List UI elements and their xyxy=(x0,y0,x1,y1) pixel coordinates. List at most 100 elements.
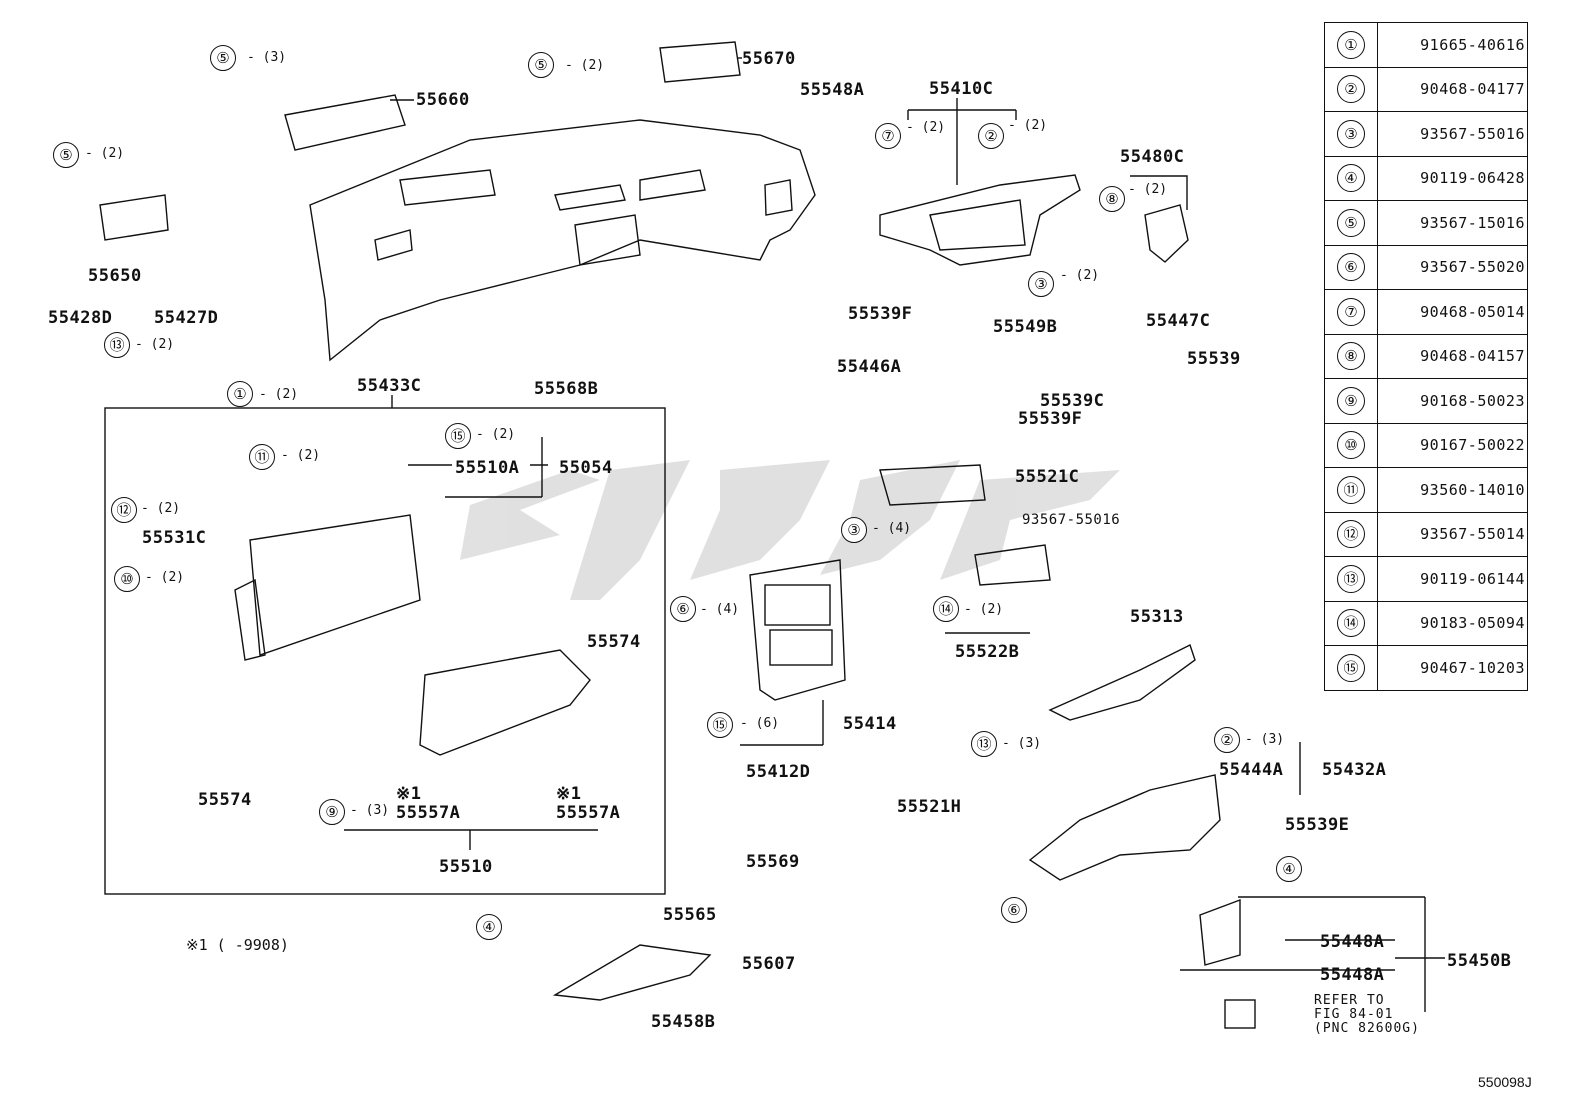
part-ref-cell: ⑮ xyxy=(1324,645,1378,691)
part-label-55539F-lower: 55539F xyxy=(1018,409,1083,429)
part-ref-number: ⑭ xyxy=(1337,609,1365,638)
callout-qty: - (2) xyxy=(259,387,299,402)
part-ref-cell: ⑬ xyxy=(1324,556,1378,602)
part-number-cell: 90467-10203 xyxy=(1377,645,1528,691)
callout-15: ⑮ xyxy=(445,423,471,449)
part-label-55660: 55660 xyxy=(416,90,470,110)
footnote: ※1 ( -9908) xyxy=(186,936,289,954)
refer-note: REFER TO FIG 84-01 (PNC 82600G) xyxy=(1314,994,1420,1036)
part-number-cell: 90119-06428 xyxy=(1377,155,1528,201)
part-number-cell: 91665-40616 xyxy=(1377,22,1528,68)
part-ref-cell: ③ xyxy=(1324,111,1378,157)
part-ref-cell: ① xyxy=(1324,22,1378,68)
parts-table-row: ⑭ 90183-05094 xyxy=(1324,600,1528,646)
part-number-cell: 93560-14010 xyxy=(1377,467,1528,513)
callout-13: ⑬ xyxy=(971,731,997,757)
callout-qty: - (2) xyxy=(1060,268,1100,283)
part-ref-cell: ② xyxy=(1324,66,1378,112)
part-number-cell: 90119-06144 xyxy=(1377,556,1528,602)
part-label-93567-55016: 93567-55016 xyxy=(1022,512,1121,528)
part-label-55432A: 55432A xyxy=(1322,760,1387,780)
part-label-55539C: 55539C xyxy=(1040,391,1105,411)
part-number-cell: 90167-50022 xyxy=(1377,422,1528,468)
part-label-55521C: 55521C xyxy=(1015,467,1080,487)
callout-qty: - (2) xyxy=(85,146,125,161)
part-ref-number: ⑨ xyxy=(1337,386,1365,415)
callout-8: ⑧ xyxy=(1099,186,1125,212)
part-label-55446A: 55446A xyxy=(837,357,902,377)
part-label-55569: 55569 xyxy=(746,852,800,872)
part-ref-number: ⑩ xyxy=(1337,431,1365,460)
part-ref-cell: ⑩ xyxy=(1324,422,1378,468)
callout-15: ⑮ xyxy=(707,712,733,738)
part-ref-cell: ⑧ xyxy=(1324,333,1378,379)
part-label-55557A: 55557A xyxy=(396,803,461,823)
part-label-55414: 55414 xyxy=(843,714,897,734)
callout-7: ⑦ xyxy=(875,123,901,149)
part-ref-number: ③ xyxy=(1337,119,1365,148)
parts-table-row: ⑨ 90168-50023 xyxy=(1324,378,1528,424)
part-ref-number: ⑬ xyxy=(1337,564,1365,593)
callout-3: ③ xyxy=(841,517,867,543)
part-label-55539F: 55539F xyxy=(848,304,913,324)
callout-10: ⑩ xyxy=(114,566,140,592)
callout-1: ① xyxy=(227,381,253,407)
part-number-cell: 90468-05014 xyxy=(1377,289,1528,335)
part-ref-cell: ⑨ xyxy=(1324,378,1378,424)
callout-qty: - (2) xyxy=(145,570,185,585)
diagram-code: 550098J xyxy=(1478,1074,1532,1090)
part-ref-cell: ⑪ xyxy=(1324,467,1378,513)
callout-qty: - (2) xyxy=(964,602,1004,617)
part-label-55054: 55054 xyxy=(559,458,613,478)
part-ref-cell: ④ xyxy=(1324,155,1378,201)
part-number-cell: 90183-05094 xyxy=(1377,600,1528,646)
part-ref-cell: ⑤ xyxy=(1324,200,1378,246)
part-label-55531C: 55531C xyxy=(142,528,207,548)
part-ref-cell: ⑭ xyxy=(1324,600,1378,646)
parts-table-row: ⑦ 90468-05014 xyxy=(1324,289,1528,335)
part-ref-number: ⑦ xyxy=(1337,297,1365,326)
part-label-55548A: 55548A xyxy=(800,80,865,100)
callout-6: ⑥ xyxy=(670,596,696,622)
part-label-55458B: 55458B xyxy=(651,1012,716,1032)
part-label-55549B: 55549B xyxy=(993,317,1058,337)
callout-qty: - (2) xyxy=(135,337,175,352)
callout-4: ④ xyxy=(476,914,502,940)
part-number-cell: 93567-15016 xyxy=(1377,200,1528,246)
callout-4: ④ xyxy=(1276,856,1302,882)
part-label-55557A-right: 55557A xyxy=(556,803,621,823)
part-label-55412D: 55412D xyxy=(746,762,811,782)
part-ref-number: ④ xyxy=(1337,164,1365,193)
callout-13: ⑬ xyxy=(104,332,130,358)
part-label-55410C: 55410C xyxy=(929,79,994,99)
part-label-55521H: 55521H xyxy=(897,797,962,817)
star-mark-right: ※1 xyxy=(556,784,582,804)
part-ref-number: ⑫ xyxy=(1337,520,1365,549)
callout-qty: - (2) xyxy=(476,427,516,442)
part-label-55444A: 55444A xyxy=(1219,760,1284,780)
part-number-cell: 93567-55016 xyxy=(1377,111,1528,157)
callout-5: ⑤ xyxy=(528,52,554,78)
callout-qty: - (4) xyxy=(700,602,740,617)
part-label-55510A: 55510A xyxy=(455,458,520,478)
parts-table-row: ④ 90119-06428 xyxy=(1324,155,1528,201)
parts-table-row: ③ 93567-55016 xyxy=(1324,111,1528,157)
part-label-55313: 55313 xyxy=(1130,607,1184,627)
refer-line: (PNC 82600G) xyxy=(1314,1021,1420,1036)
callout-qty: - (3) xyxy=(247,50,287,65)
part-label-55522B: 55522B xyxy=(955,642,1020,662)
part-label-55510: 55510 xyxy=(439,857,493,877)
part-number-cell: 90168-50023 xyxy=(1377,378,1528,424)
part-ref-number: ⑪ xyxy=(1337,475,1365,504)
part-ref-number: ⑤ xyxy=(1337,208,1365,237)
part-ref-cell: ⑫ xyxy=(1324,511,1378,557)
callout-9: ⑨ xyxy=(319,799,345,825)
callout-qty: - (2) xyxy=(141,501,181,516)
part-label-55447C: 55447C xyxy=(1146,311,1211,331)
callout-qty: - (2) xyxy=(565,58,605,73)
